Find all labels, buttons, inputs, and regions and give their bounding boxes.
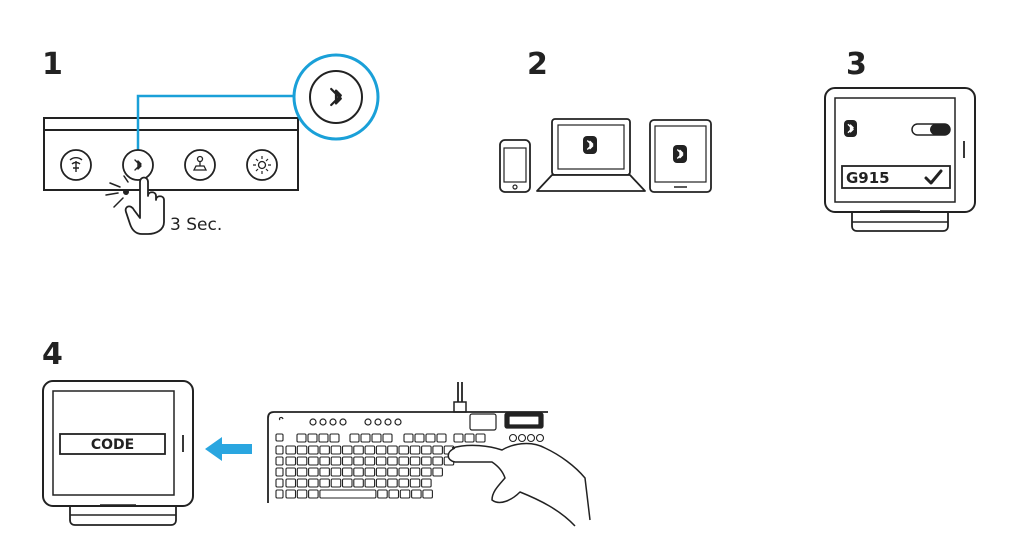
step-number-3: 3 [846,47,867,82]
laptop-icon [536,118,646,192]
game-mode-icon [184,149,216,181]
step1-keyboard-top [43,53,380,235]
code-label: CODE [91,437,134,453]
toggle-icon [911,123,951,136]
step2-devices [499,118,712,193]
step-number-2: 2 [527,47,548,82]
step-number-1: 1 [42,47,63,82]
keyboard-icon [267,382,591,527]
bluetooth-icon [122,149,154,181]
phone-icon [499,139,531,193]
arrow-left-icon [205,437,252,461]
checkmark-icon [924,169,943,185]
brightness-icon [246,149,278,181]
step-number-4: 4 [42,337,63,372]
press-hand-icon [105,175,165,235]
bluetooth-button-zoom [292,53,380,141]
lightspeed-icon [60,149,92,181]
step3-tablet [824,87,976,232]
tablet-icon [649,119,712,193]
step4-tablet [42,380,194,526]
device-name: G915 [846,169,890,187]
hold-duration-label: 3 Sec. [170,215,222,235]
